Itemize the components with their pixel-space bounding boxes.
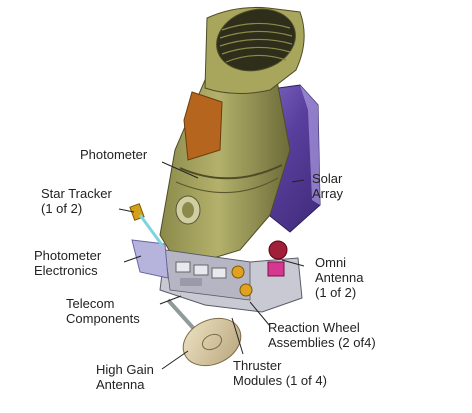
label-photometer: Photometer <box>80 147 147 162</box>
label-omni-antenna-line-1: Omni <box>315 255 347 270</box>
omni-antenna-device <box>267 240 288 277</box>
label-star-tracker: Star Tracker (1 of 2) <box>41 186 112 216</box>
label-reaction-wheel: Reaction Wheel Assemblies (2 of4) <box>268 320 376 350</box>
label-telecom-components-line-2: Components <box>66 311 140 326</box>
label-telecom-components: Telecom Components <box>66 296 140 326</box>
label-thruster-modules-line-1: Thruster <box>233 358 282 373</box>
label-omni-antenna-line-3: (1 of 2) <box>315 285 357 300</box>
label-reaction-wheel-line-1: Reaction Wheel <box>268 320 360 335</box>
label-solar-array: Solar Array <box>312 171 343 201</box>
leader-lines <box>118 161 305 370</box>
high-gain-antenna-device <box>166 298 242 367</box>
label-photometer-electronics: Photometer Electronics <box>34 248 101 278</box>
label-solar-array-line-2: Array <box>312 186 344 201</box>
label-thruster-modules-line-2: Modules (1 of 4) <box>233 373 327 388</box>
label-thruster-modules: Thruster Modules (1 of 4) <box>233 358 327 388</box>
label-solar-array-line-1: Solar <box>312 171 343 186</box>
label-star-tracker-line-1: Star Tracker <box>41 186 112 201</box>
label-reaction-wheel-line-2: Assemblies (2 of4) <box>268 335 376 350</box>
label-telecom-components-line-1: Telecom <box>66 296 115 311</box>
label-high-gain-antenna-line-1: High Gain <box>96 362 154 377</box>
label-photometer-line-1: Photometer <box>80 147 148 162</box>
label-photometer-electronics-line-2: Electronics <box>34 263 98 278</box>
radiator-panel <box>183 91 223 161</box>
photometer-electronics-box <box>131 239 169 279</box>
label-star-tracker-line-2: (1 of 2) <box>41 201 83 216</box>
photometer-tube <box>159 69 291 269</box>
label-photometer-electronics-line-1: Photometer <box>34 248 102 263</box>
reaction-wheel-devices <box>231 265 253 297</box>
label-high-gain-antenna-line-2: Antenna <box>96 377 145 392</box>
label-high-gain-antenna: High Gain Antenna <box>96 362 154 392</box>
label-omni-antenna: Omni Antenna (1 of 2) <box>315 255 363 300</box>
sunshade <box>204 7 305 95</box>
label-omni-antenna-line-2: Antenna <box>315 270 364 285</box>
spacecraft-bus <box>159 249 303 313</box>
star-tracker-device <box>129 203 164 246</box>
